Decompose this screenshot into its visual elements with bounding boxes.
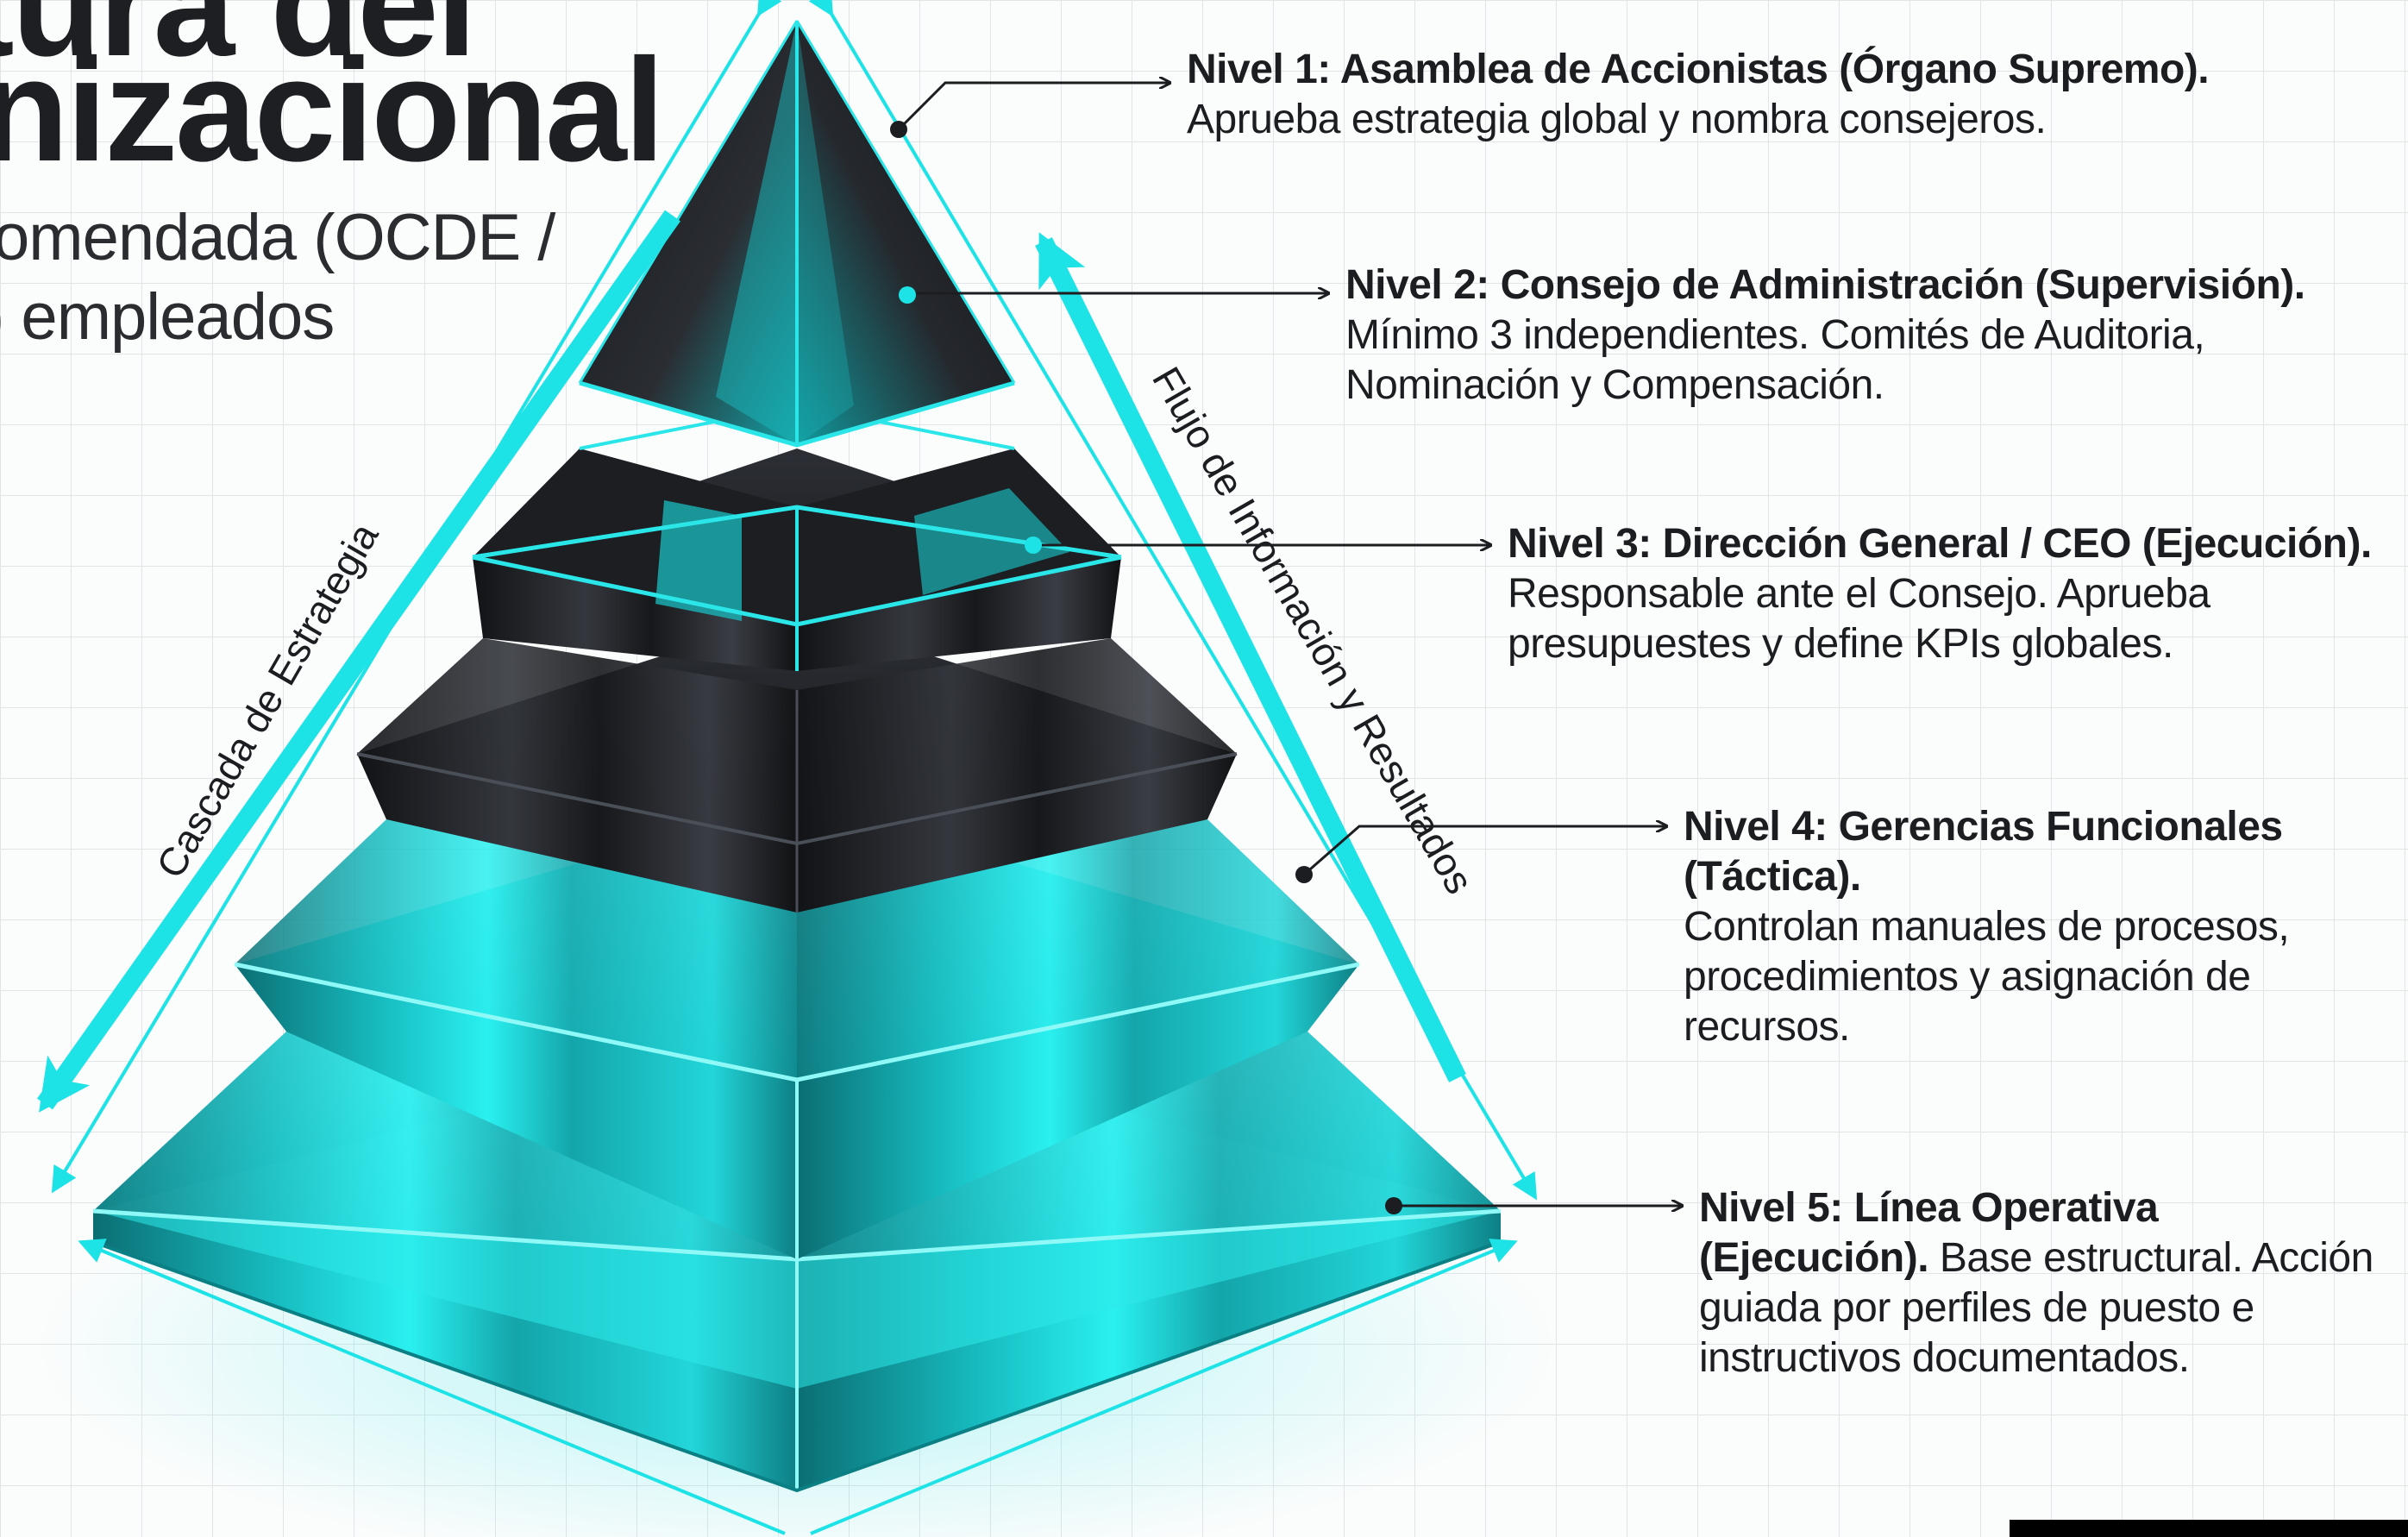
level-3-callout: Nivel 3: Dirección General / CEO (Ejecuc… [1508,519,2405,669]
subtitle-line-1: omendada (OCDE / [0,201,555,274]
level-4-callout: Nivel 4: Gerencias Funcionales (Táctica)… [1684,802,2399,1052]
corner-bar [2010,1520,2408,1537]
level-3-title: Nivel 3: Dirección General / CEO (Ejecuc… [1508,521,2372,567]
leader-level-4 [1303,826,1666,876]
level-4-title: Nivel 4: Gerencias Funcionales (Táctica)… [1684,804,2283,900]
callout-dots [890,121,1402,1214]
subtitle-line-2: ) empleados [0,280,335,354]
information-thin-arrow [808,0,1538,1201]
level-1-description: Aprueba estrategia global y nombra conse… [1187,97,2047,142]
base-right-arrow [810,1239,1518,1535]
level-1-title: Nivel 1: Asamblea de Accionistas (Órgano… [1187,47,2210,92]
level-3-description: Responsable ante el Consejo. Aprueba pre… [1508,571,2210,667]
level-4-description: Controlan manuales de procesos, procedim… [1684,904,2290,1050]
level-2-title: Nivel 2: Consejo de Administración (Supe… [1345,262,2305,308]
base-left-arrow [78,1239,786,1535]
level-5-title: Nivel 5: Línea Operativa (Ejecución). [1699,1185,2159,1281]
level-2-callout: Nivel 2: Consejo de Administración (Supe… [1345,260,2398,411]
title-line-1: tura del [0,0,477,87]
callout-leaders [897,83,1682,1206]
level-1-callout: Nivel 1: Asamblea de Accionistas (Órgano… [1187,45,2394,145]
level-5-callout: Nivel 5: Línea Operativa (Ejecución). Ba… [1699,1183,2398,1383]
leader-level-1 [897,83,1170,131]
cascade-thin-arrow [51,0,782,1194]
level-2-description: Mínimo 3 independientes. Comités de Audi… [1345,312,2205,408]
title-line-2: nizacional [0,28,665,192]
level-5-description: Base estructural. Acción guiada por perf… [1699,1235,2374,1381]
